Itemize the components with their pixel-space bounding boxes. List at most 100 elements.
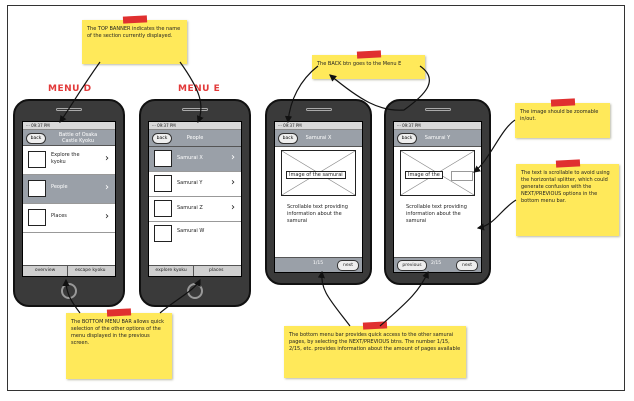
phone-samurai-x: ··· 09:37 PM back Samurai X Image of the… <box>265 99 372 285</box>
top-banner: back Battle of Osaka Castle Kyoku <box>23 130 115 146</box>
note-text: The bottom menu bar provides quick acces… <box>289 332 461 352</box>
image-label: Image of the samurai <box>286 171 346 179</box>
zoom-box <box>451 171 473 181</box>
top-banner: back Samurai X <box>275 130 362 147</box>
status-bar: ··· 09:37 PM <box>23 122 115 130</box>
bottom-menu-bar: explore kyoku places <box>149 265 241 276</box>
chevron-right-icon: › <box>231 152 235 163</box>
bottom-tab-explore[interactable]: explore kyoku <box>149 266 195 276</box>
list-item-label: Places <box>51 213 67 219</box>
screen-samurai-x: ··· 09:37 PM back Samurai X Image of the… <box>274 121 363 273</box>
list-item[interactable]: Samurai Z › <box>149 197 241 222</box>
phone-samurai-y: ··· 09:37 PM back Samurai Y Image of the… <box>384 99 491 285</box>
list-item-selected[interactable]: Samurai X › <box>149 147 241 172</box>
arrow-to-banner-d <box>59 61 101 123</box>
arrow-to-bottom-e <box>159 278 201 314</box>
note-text: The BACK btn goes to the Menu E <box>317 61 402 67</box>
chevron-right-icon: › <box>105 211 109 222</box>
screen-samurai-y: ··· 09:37 PM back Samurai Y Image of the… <box>393 121 482 273</box>
note-scrollable-text: The text is scrollable to avoid using th… <box>516 159 619 236</box>
bottom-tab-places[interactable]: places <box>209 268 224 273</box>
note-text: The BOTTOM MENU BAR allows quick selecti… <box>71 319 164 346</box>
banner-title: People <box>186 135 204 141</box>
arrow-to-bottom-d <box>62 278 81 314</box>
thumbnail-placeholder-icon <box>28 180 46 197</box>
bottom-menu-bar: overview escape kyoku <box>23 265 115 276</box>
arrow-to-text <box>476 199 517 231</box>
screen-menu-d: ··· 09:37 PM back Battle of Osaka Castle… <box>22 121 116 277</box>
scrollable-text[interactable]: Scrollable text providing information ab… <box>406 204 467 224</box>
chevron-right-icon: › <box>231 177 235 188</box>
arrow-back-x <box>284 65 319 124</box>
thumbnail-placeholder-icon <box>28 151 46 168</box>
status-bar: ··· 09:37 PM <box>275 122 362 130</box>
back-button[interactable]: back <box>278 133 298 144</box>
thumbnail-placeholder-icon <box>28 209 46 226</box>
list-item-label: Samurai Z <box>177 205 203 211</box>
chevron-right-icon: › <box>105 153 109 164</box>
bottom-tab-overview[interactable]: overview <box>23 266 69 276</box>
list-item[interactable]: Samurai W <box>149 222 241 242</box>
samurai-image-placeholder[interactable]: Image of the samurai <box>281 150 356 196</box>
list-item-label: Samurai W <box>177 228 205 234</box>
list-item-label: People <box>51 184 68 190</box>
status-bar: ··· 09:37 PM <box>394 122 481 130</box>
speaker-grille <box>424 108 451 111</box>
screen-menu-e: ··· 09:37 PM back People Samurai X › Sam… <box>148 121 242 277</box>
image-label: Image of the <box>405 171 443 179</box>
page-counter: 1/15 <box>313 261 324 266</box>
banner-title: Samurai Y <box>424 135 451 141</box>
banner-title-line1: Battle of Osaka <box>58 132 98 138</box>
bottom-nav-bar: 1/15 next <box>275 257 362 272</box>
thumbnail-placeholder-icon <box>154 200 172 217</box>
arrow-to-image <box>473 119 516 173</box>
back-button[interactable]: back <box>152 133 172 144</box>
page-counter: 2/15 <box>431 261 442 266</box>
list-item[interactable]: Places › <box>23 204 115 233</box>
status-bar: ··· 09:37 PM <box>149 122 241 130</box>
speaker-grille <box>305 108 332 111</box>
samurai-image-placeholder[interactable]: Image of the <box>400 150 475 196</box>
arrow-to-nav-y <box>379 270 429 327</box>
thumbnail-placeholder-icon <box>154 175 172 192</box>
back-button[interactable]: back <box>26 133 46 144</box>
list-item[interactable]: Samurai Y › <box>149 172 241 197</box>
note-bottom-nav: The bottom menu bar provides quick acces… <box>284 321 466 378</box>
arrow-back-to-menu <box>329 65 430 111</box>
arrow-to-nav-x <box>317 270 351 327</box>
list-item-label: Explore the kyoku <box>51 152 80 165</box>
arrow-to-banner-e <box>179 61 204 124</box>
next-button[interactable]: next <box>337 260 359 271</box>
list-item-label: Samurai Y <box>177 180 203 186</box>
bottom-tab-escape[interactable]: escape kyoku <box>74 268 106 273</box>
menu-e-label: MENU E <box>178 84 221 94</box>
thumbnail-placeholder-icon <box>154 150 172 167</box>
list-item-label: Samurai X <box>177 155 203 161</box>
note-text: The TOP BANNER indicates the name of the… <box>87 26 181 39</box>
list-item[interactable]: Explore the kyoku › <box>23 146 115 175</box>
menu-d-label: MENU D <box>48 84 92 94</box>
chevron-right-icon: › <box>105 182 109 193</box>
outer-frame <box>7 5 625 391</box>
list-item-selected[interactable]: People › <box>23 175 115 204</box>
speaker-grille <box>182 108 208 111</box>
previous-button[interactable]: previous <box>397 260 427 271</box>
note-text: The text is scrollable to avoid using th… <box>521 170 610 204</box>
phone-menu-e: ··· 09:37 PM back People Samurai X › Sam… <box>139 99 251 307</box>
back-button[interactable]: back <box>397 133 417 144</box>
note-bottom-menu-bar: The BOTTOM MENU BAR allows quick selecti… <box>66 308 172 379</box>
next-button[interactable]: next <box>456 260 478 271</box>
note-text: The image should be zoomable in/out. <box>520 109 599 122</box>
phone-menu-d: ··· 09:37 PM back Battle of Osaka Castle… <box>13 99 125 307</box>
bottom-nav-bar: previous 2/15 next <box>394 257 481 272</box>
top-banner: back Samurai Y <box>394 130 481 147</box>
scrollable-text[interactable]: Scrollable text providing information ab… <box>287 204 348 224</box>
thumbnail-placeholder-icon <box>154 225 172 242</box>
note-top-banner: The TOP BANNER indicates the name of the… <box>82 15 187 64</box>
banner-title-line2: Castle Kyoku <box>61 138 95 144</box>
chevron-right-icon: › <box>231 202 235 213</box>
banner-title: Samurai X <box>305 135 332 141</box>
note-zoomable-image: The image should be zoomable in/out. <box>515 98 610 138</box>
